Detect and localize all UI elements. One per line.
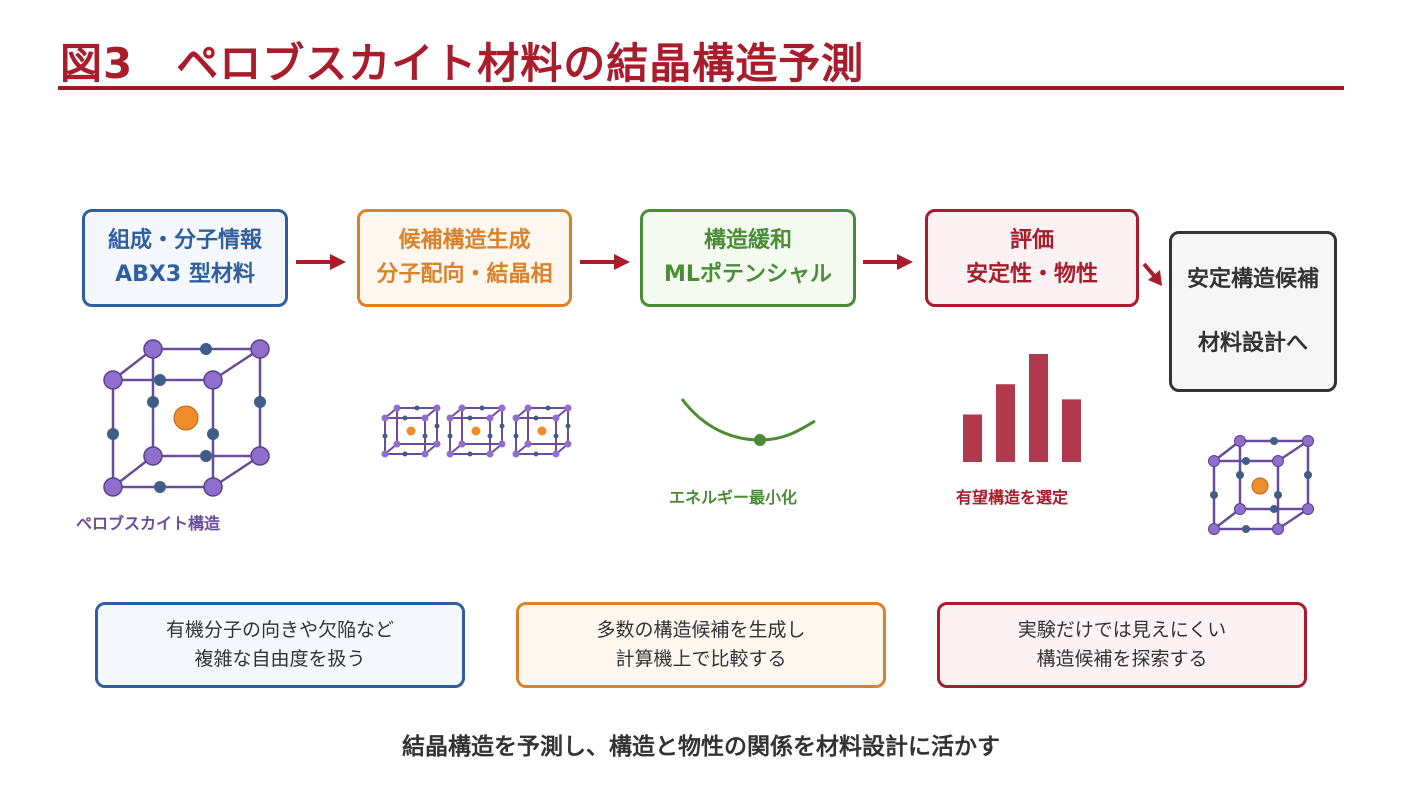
bar-3 (1029, 354, 1048, 462)
flow-box-relaxation-line1: 構造緩和 (703, 228, 792, 253)
perovskite-caption: ペロブスカイト構造 (76, 514, 221, 533)
page-title: 図3 ペロブスカイト材料の結晶構造予測 (60, 39, 865, 88)
flow-box-composition: 組成・分子情報 ABX3 型材料 (82, 209, 288, 307)
arrow-2 (580, 254, 630, 270)
arrow-3 (863, 254, 913, 270)
small-lattice-1 (381, 404, 441, 458)
arrow-1 (296, 254, 346, 270)
note-candidate-comparison-line2: 計算機上で比較する (615, 648, 787, 670)
flow-box-relaxation-line2: MLポテンシャル (664, 262, 832, 287)
flow-box-stable-candidates-line1: 安定構造候補 (1186, 266, 1319, 292)
flow-box-stable-candidates-line2: 材料設計へ (1197, 330, 1308, 356)
note-exploration-line2: 構造候補を探索する (1036, 648, 1208, 670)
flow-box-composition-line1: 組成・分子情報 (107, 228, 262, 253)
flow-box-relaxation: 構造緩和 MLポテンシャル (640, 209, 856, 307)
small-lattice-2 (446, 404, 506, 458)
flow-box-stable-candidates: 安定構造候補 材料設計へ (1169, 231, 1337, 392)
small-lattice-3 (512, 404, 572, 458)
flow-box-candidate-generation-line1: 候補構造生成 (398, 228, 531, 253)
note-degrees-of-freedom: 有機分子の向きや欠陥など 複雑な自由度を扱う (95, 602, 465, 688)
flow-box-candidate-generation-line2: 分子配向・結晶相 (376, 262, 553, 287)
footer-summary: 結晶構造を予測し、構造と物性の関係を材料設計に活かす (402, 734, 1000, 760)
title-underline (58, 86, 1344, 90)
flow-box-candidate-generation: 候補構造生成 分子配向・結晶相 (357, 209, 572, 307)
select-caption: 有望構造を選定 (956, 488, 1069, 507)
flow-box-composition-line2: ABX3 型材料 (115, 262, 255, 287)
bar-1 (963, 414, 982, 462)
note-exploration: 実験だけでは見えにくい 構造候補を探索する (937, 602, 1307, 688)
note-candidate-comparison: 多数の構造候補を生成し 計算機上で比較する (516, 602, 886, 688)
bar-4 (1062, 399, 1081, 462)
energy-caption: エネルギー最小化 (669, 488, 798, 507)
flow-box-evaluation-line2: 安定性・物性 (965, 262, 1098, 287)
note-degrees-of-freedom-line2: 複雑な自由度を扱う (194, 648, 366, 670)
flow-box-evaluation: 評価 安定性・物性 (925, 209, 1139, 307)
flow-box-evaluation-line1: 評価 (1009, 228, 1054, 253)
bar-2 (996, 384, 1015, 462)
note-degrees-of-freedom-line1: 有機分子の向きや欠陥など (165, 619, 394, 641)
note-exploration-line1: 実験だけでは見えにくい (1017, 619, 1227, 641)
note-candidate-comparison-line1: 多数の構造候補を生成し (596, 619, 806, 641)
arrow-4 (1142, 262, 1162, 286)
